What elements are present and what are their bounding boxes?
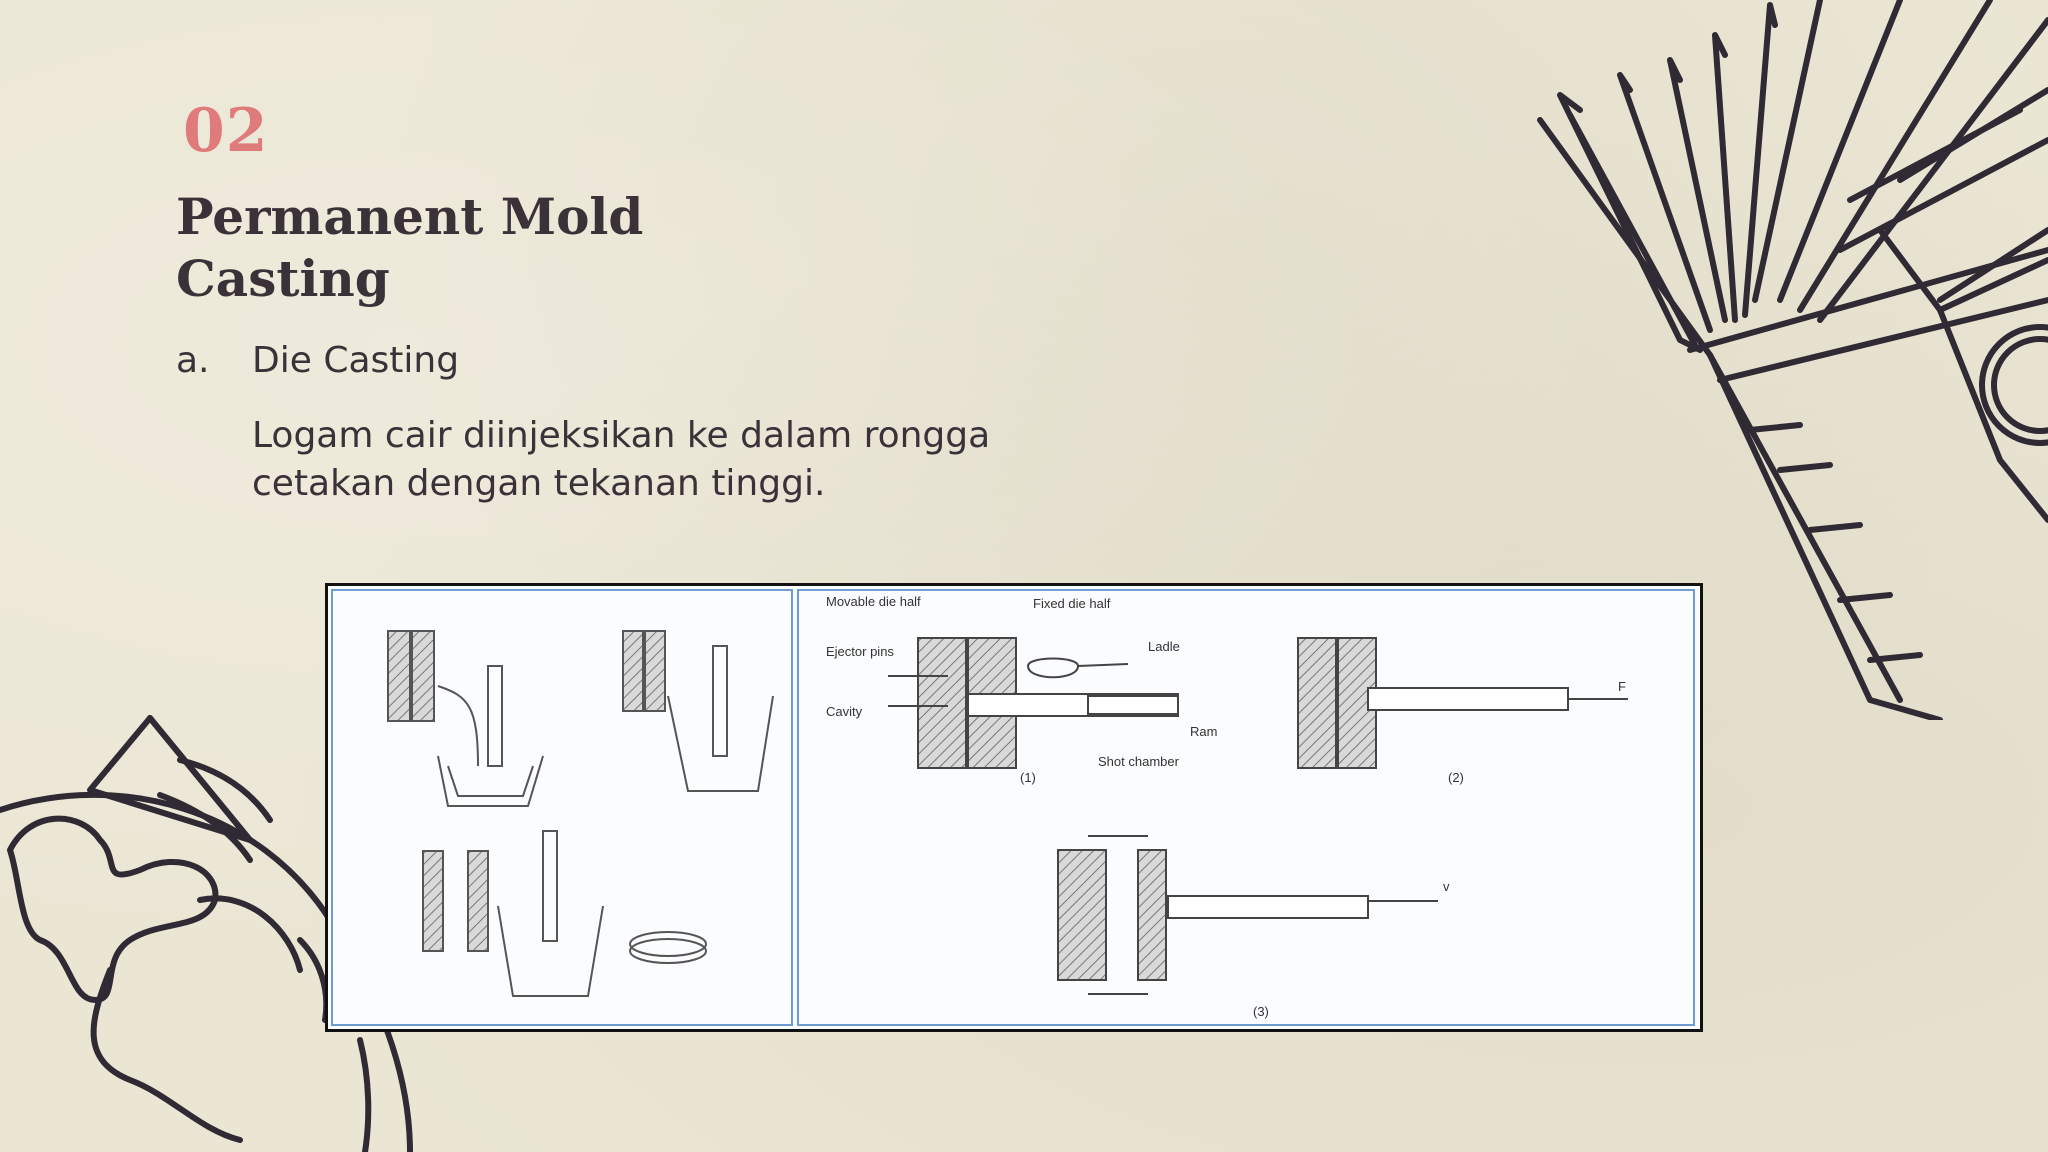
list-marker: a.: [176, 340, 210, 381]
slide-title: Permanent Mold Casting: [176, 186, 876, 310]
label-step-1: (1): [1020, 770, 1036, 785]
label-force: F: [1618, 679, 1626, 694]
die-casting-diagram: Movable die half Fixed die half Ejector …: [331, 589, 1695, 1026]
label-shot-chamber: Shot chamber: [1098, 754, 1180, 769]
open-book-drawing: [1537, 0, 2048, 720]
label-cavity: Cavity: [826, 704, 863, 719]
body-text: Logam cair diinjeksikan ke dalam rongga …: [252, 412, 1052, 508]
label-step-2: (2): [1448, 770, 1464, 785]
label-ram: Ram: [1190, 724, 1217, 739]
body-line-2: cetakan dengan tekanan tinggi.: [252, 463, 826, 504]
title-line-1: Permanent Mold: [176, 187, 644, 246]
slide-number: 02: [183, 96, 269, 166]
title-line-2: Casting: [176, 249, 390, 308]
label-ejector-pins: Ejector pins: [826, 644, 894, 659]
label-velocity: v: [1443, 879, 1450, 894]
label-movable-die-half: Movable die half: [826, 594, 921, 609]
die-casting-figure: Movable die half Fixed die half Ejector …: [325, 583, 1703, 1032]
list-heading: Die Casting: [252, 340, 460, 381]
label-step-3: (3): [1253, 1004, 1269, 1019]
label-ladle: Ladle: [1148, 639, 1180, 654]
label-fixed-die-half: Fixed die half: [1033, 596, 1111, 611]
body-line-1: Logam cair diinjeksikan ke dalam rongga: [252, 415, 991, 456]
